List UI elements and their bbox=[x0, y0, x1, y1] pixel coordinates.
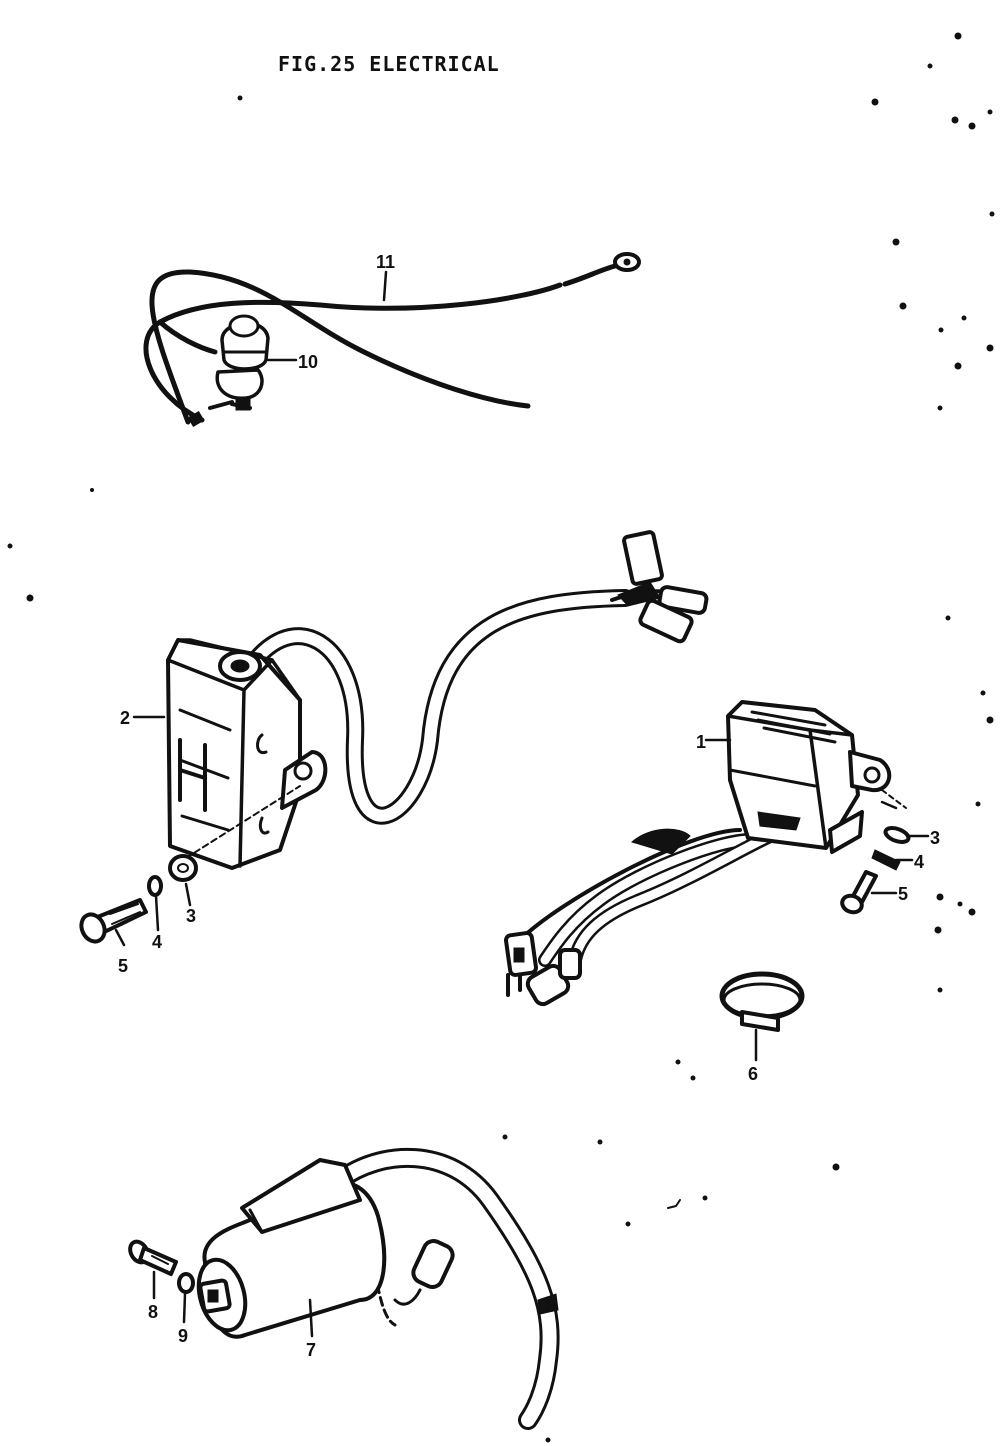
coil-mounting-hardware bbox=[128, 1239, 195, 1294]
callout-4-left: 4 bbox=[152, 932, 162, 952]
scan-specks bbox=[7, 32, 995, 1443]
callout-8: 8 bbox=[148, 1302, 158, 1322]
part-2-cdi-unit bbox=[166, 530, 709, 870]
callouts: 11 10 2 1 5 4 3 3 4 5 6 7 8 9 bbox=[118, 252, 940, 1360]
callout-6: 6 bbox=[748, 1064, 758, 1084]
callout-5-left: 5 bbox=[118, 956, 128, 976]
callout-7: 7 bbox=[306, 1340, 316, 1360]
callout-10: 10 bbox=[298, 352, 318, 372]
part-1-regulator bbox=[503, 700, 907, 1007]
callout-5-right: 5 bbox=[898, 884, 908, 904]
leader-lines bbox=[114, 270, 930, 1338]
part-7-ignition-coil bbox=[196, 1147, 560, 1430]
callout-9: 9 bbox=[178, 1326, 188, 1346]
left-mounting-hardware bbox=[79, 854, 198, 944]
part-6-clamp bbox=[719, 971, 805, 1032]
part-11-ground-cable bbox=[143, 252, 641, 428]
callout-11: 11 bbox=[376, 252, 395, 272]
right-mounting-hardware bbox=[840, 826, 911, 915]
figure-title: FIG.25 ELECTRICAL bbox=[278, 52, 500, 76]
callout-2: 2 bbox=[120, 708, 130, 728]
callout-4-right: 4 bbox=[914, 852, 924, 872]
callout-1: 1 bbox=[696, 732, 706, 752]
part-10-switch bbox=[208, 314, 270, 411]
callout-3-right: 3 bbox=[930, 828, 940, 848]
callout-3-left: 3 bbox=[186, 906, 196, 926]
